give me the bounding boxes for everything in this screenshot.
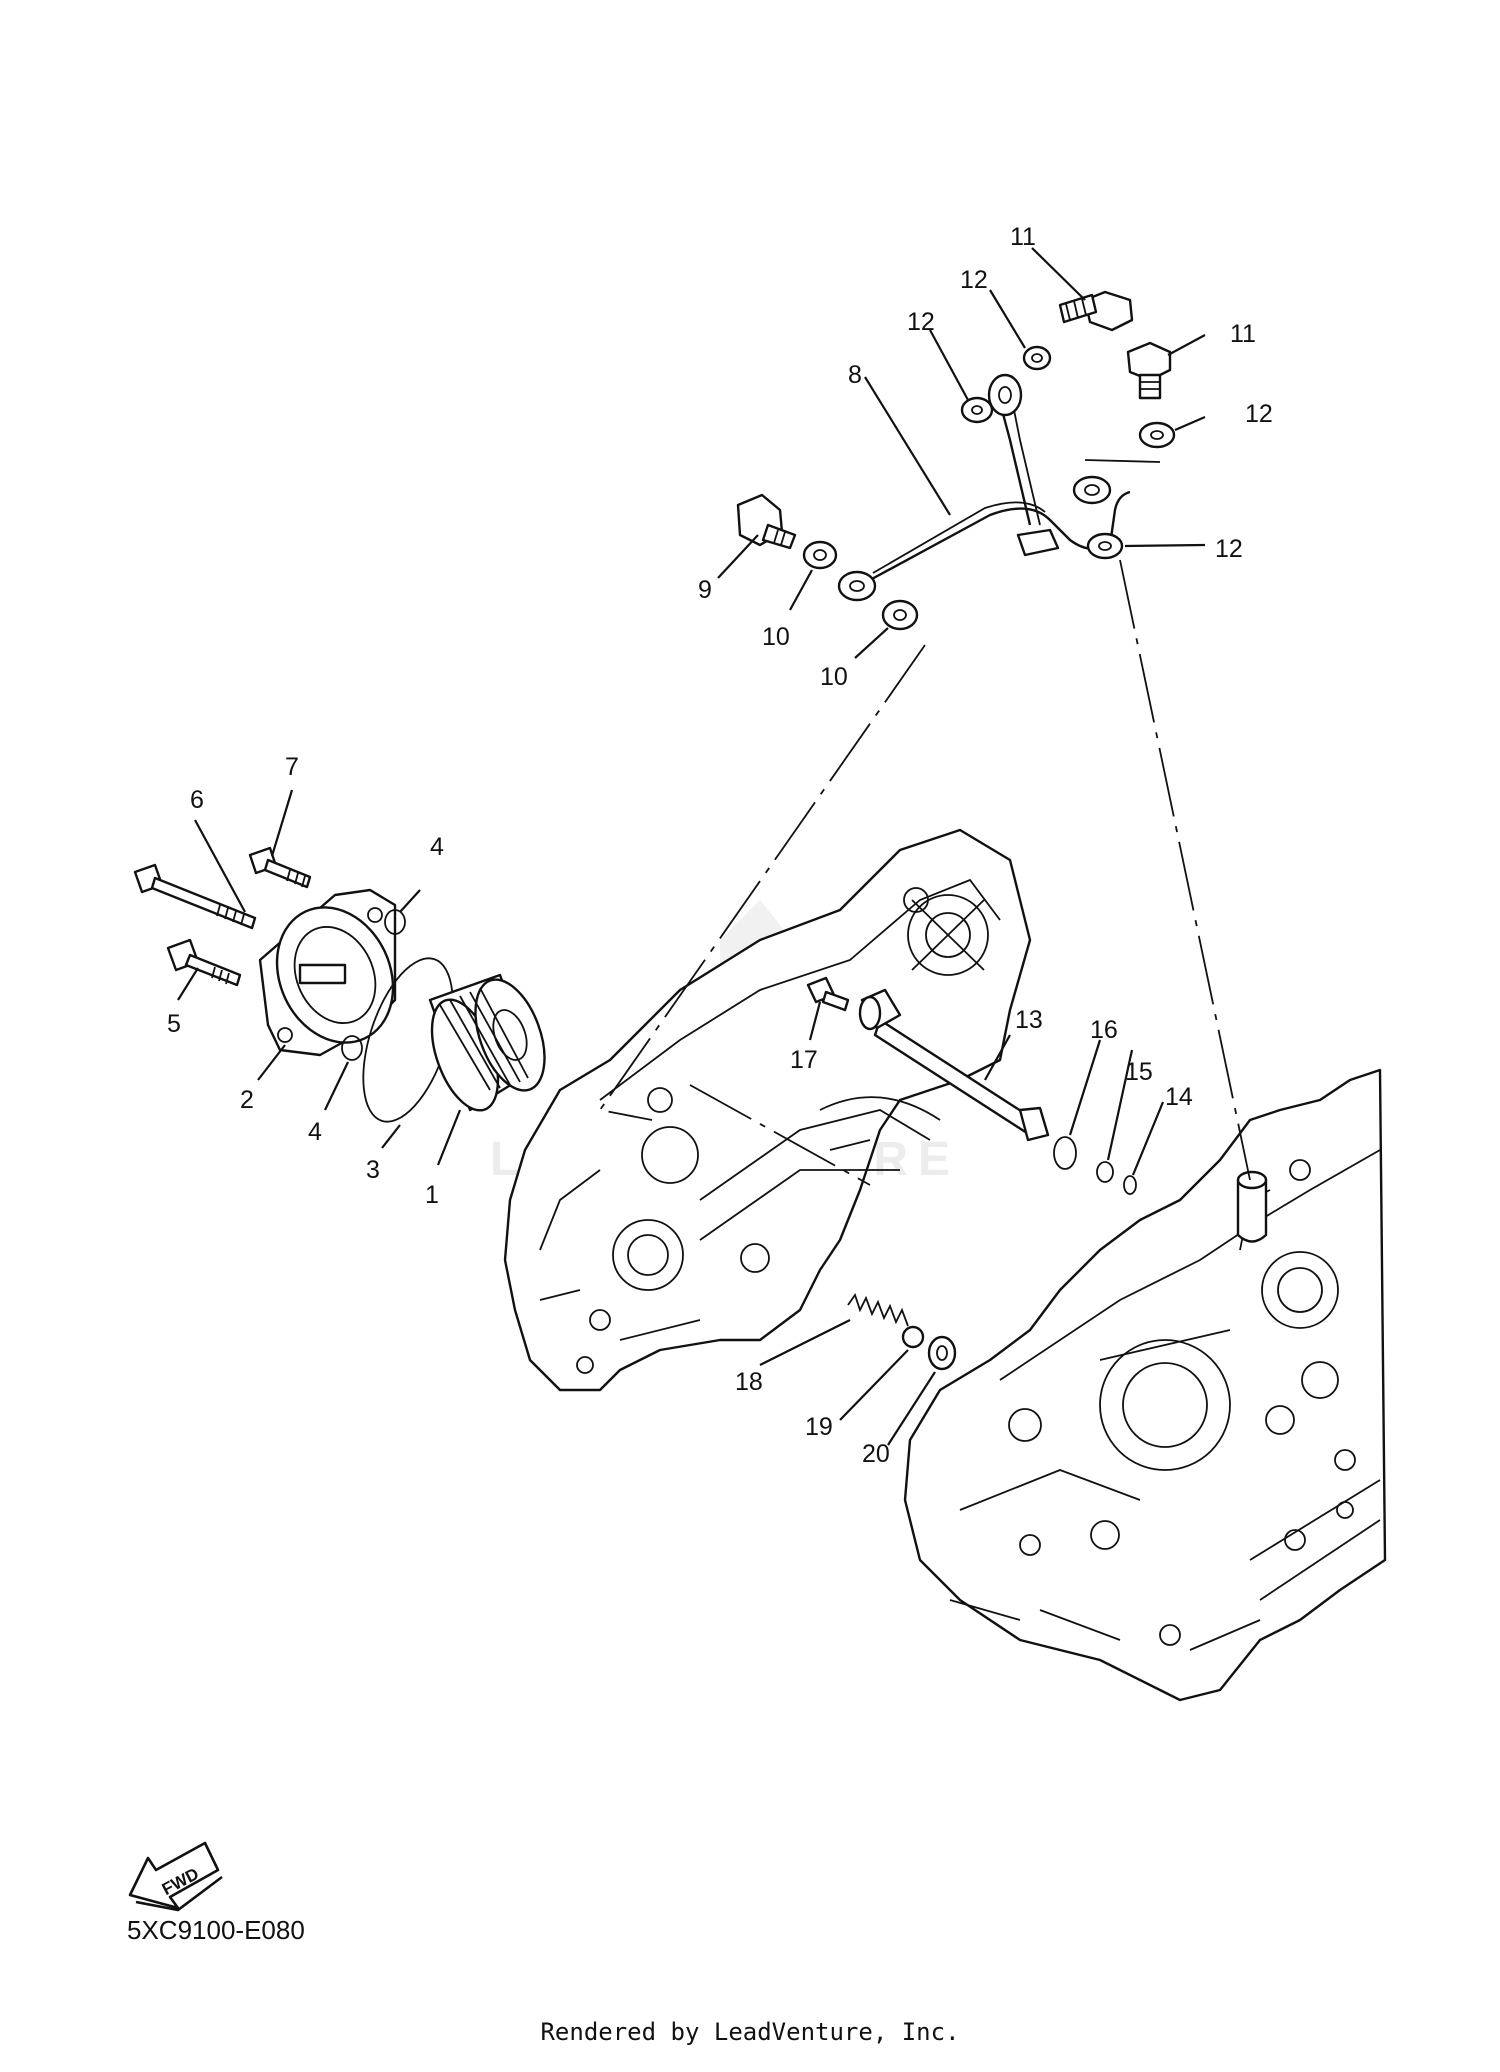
callout-10-a: 10 (762, 623, 790, 651)
bolt-5 (166, 938, 242, 987)
callout-5: 5 (167, 1010, 181, 1038)
strainer-pipe-13 (858, 988, 1050, 1142)
callout-8: 8 (848, 361, 862, 389)
callout-20: 20 (862, 1440, 890, 1468)
callout-14: 14 (1165, 1083, 1193, 1111)
callout-10-b: 10 (820, 663, 848, 691)
o-ring-4-upper (384, 909, 406, 935)
callout-7: 7 (285, 753, 299, 781)
washer-10-b (881, 599, 919, 631)
callout-1: 1 (425, 1181, 439, 1209)
oil-pipe-8 (837, 373, 1131, 602)
right-crankcase (903, 1068, 1387, 1702)
left-crankcase (503, 828, 1032, 1392)
o-ring-14 (1123, 1175, 1137, 1195)
footer-credit: Rendered by LeadVenture, Inc. (540, 2018, 960, 2046)
spring-18 (847, 1293, 909, 1327)
plug-20 (927, 1335, 957, 1371)
callout-9: 9 (698, 576, 712, 604)
callout-12-c: 12 (1245, 400, 1273, 428)
oil-filter-element (428, 973, 546, 1112)
callout-6: 6 (190, 786, 204, 814)
washer-10-a (802, 540, 838, 570)
callout-12-b: 12 (960, 266, 988, 294)
callout-15: 15 (1125, 1058, 1153, 1086)
o-ring-4-lower (341, 1035, 363, 1061)
callout-2: 2 (240, 1086, 254, 1114)
callout-labels: 1 2 3 4 4 5 6 7 8 9 10 10 11 11 12 12 12… (167, 223, 1273, 1468)
reference-lines (598, 559, 1251, 1186)
callout-18: 18 (735, 1368, 763, 1396)
bolt-17 (806, 976, 850, 1012)
leader-lines (177, 247, 1206, 1446)
union-bolt-11-a (1058, 290, 1134, 332)
fwd-arrow-icon: FWD (128, 1841, 223, 1912)
callout-3: 3 (366, 1156, 380, 1184)
callout-12-d: 12 (1215, 535, 1243, 563)
bolt-6 (133, 863, 257, 930)
washer-12-a (960, 396, 994, 424)
oil-filter-cover (258, 888, 397, 1057)
callout-17: 17 (790, 1046, 818, 1074)
callout-12-a: 12 (907, 308, 935, 336)
bolt-7 (248, 846, 312, 889)
callout-19: 19 (805, 1413, 833, 1441)
diagram-code: 5XC9100-E080 (127, 1915, 305, 1945)
o-ring-15 (1096, 1161, 1114, 1183)
washer-12-d (1086, 532, 1124, 560)
washer-12-c (1138, 421, 1176, 449)
washer-12-b (1022, 345, 1052, 371)
callout-4-upper: 4 (430, 833, 444, 861)
union-bolt-9 (736, 493, 797, 550)
callout-11-a: 11 (1010, 223, 1036, 251)
callout-4-lower: 4 (308, 1118, 322, 1146)
ball-19 (901, 1325, 925, 1349)
callout-16: 16 (1090, 1016, 1118, 1044)
o-ring-16 (1053, 1136, 1077, 1170)
union-bolt-11-b (1126, 341, 1172, 400)
callout-11-b: 11 (1230, 320, 1256, 348)
callout-13: 13 (1015, 1006, 1043, 1034)
